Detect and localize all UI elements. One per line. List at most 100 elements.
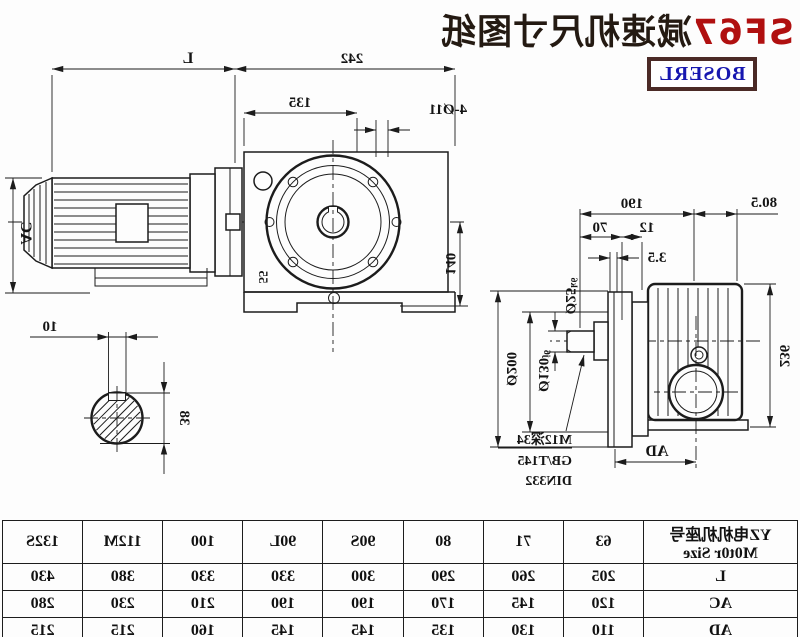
output-boss-circle xyxy=(667,363,725,421)
row-label: AC xyxy=(643,590,798,618)
motor-nameplate xyxy=(115,203,149,243)
table-size-cell: 100 xyxy=(162,520,243,564)
row-label: L xyxy=(643,563,798,591)
extension-lines-AC xyxy=(5,177,90,294)
table-cell: 215 xyxy=(2,617,83,637)
bolt-hole xyxy=(367,256,379,268)
housing-lug-hole xyxy=(253,171,273,191)
d130-fit: j6 xyxy=(541,350,551,359)
flange-neck xyxy=(631,301,649,437)
table-cell: 120 xyxy=(563,590,644,618)
dim-label-AD: AD xyxy=(645,443,668,460)
table-size-cell: 80 xyxy=(403,520,484,564)
table-cell: 190 xyxy=(323,590,404,618)
shaft-section-view: 10 38 xyxy=(30,319,192,474)
motor-size-table: YZ电机机座号 M0t0r Size 63 71 80 90S 90L 100 … xyxy=(2,520,798,637)
plug-circle xyxy=(690,346,708,364)
motor-bell xyxy=(189,173,216,273)
table-size-cell: 90L xyxy=(242,520,323,564)
table-cell: 110 xyxy=(563,617,644,637)
rim-notch xyxy=(391,217,402,227)
extension-lines-135 xyxy=(243,118,358,152)
dim-label-d200: Ø200 xyxy=(503,352,519,386)
flange-plate xyxy=(607,291,633,448)
extension-lines-236 xyxy=(744,283,776,428)
front-view: L 242 135 4-Ø11 AC 140 55 xyxy=(5,50,468,352)
dim-label-bolt-holes: 4-Ø11 xyxy=(429,102,467,118)
motor-end-cap xyxy=(23,176,53,270)
side-housing-feet xyxy=(641,419,749,431)
note-leader xyxy=(565,354,585,432)
table-cell: 135 xyxy=(403,617,484,637)
dim-label-L: L xyxy=(183,50,194,67)
table-cell: 290 xyxy=(403,563,484,591)
d25-fit: k6 xyxy=(568,277,578,287)
table-cell: 330 xyxy=(242,563,323,591)
drawing-canvas: L 242 135 4-Ø11 AC 140 55 xyxy=(5,50,792,489)
d130-value: Ø130 xyxy=(535,358,551,392)
dim-label-242: 242 xyxy=(341,51,364,67)
shaft-chamfer xyxy=(566,330,572,353)
table-cell: 210 xyxy=(162,590,243,618)
arrowheads-10 xyxy=(97,333,137,341)
dim-label-d25: Ø25k6 xyxy=(562,277,578,314)
extension-lines-d130 xyxy=(522,311,608,433)
table-cell: 280 xyxy=(2,590,83,618)
table-size-cell: 132S xyxy=(2,520,83,564)
table-row-AD: AD 110 130 135 145 145 160 215 215 xyxy=(2,617,798,637)
callout-ticks xyxy=(375,120,389,157)
table-size-cell: 63 xyxy=(563,520,644,564)
dim-label-140: 140 xyxy=(442,253,458,276)
d25-value: Ø25 xyxy=(562,288,578,315)
dim-label-190: 190 xyxy=(621,196,644,212)
note-gb-standard: GB/T145 xyxy=(518,454,572,469)
table-cell: 145 xyxy=(483,590,564,618)
table-cell: 145 xyxy=(242,617,323,637)
dim-label-10: 10 xyxy=(43,319,58,335)
table-cell: 260 xyxy=(483,563,564,591)
row-label: AD xyxy=(643,617,798,637)
extension-lines xyxy=(51,75,456,172)
header-cn: YZ电机机座号 xyxy=(669,527,772,544)
table-cell: 330 xyxy=(162,563,243,591)
table-cell: 145 xyxy=(323,617,404,637)
table-row-AC: AC 120 145 170 190 190 210 230 280 xyxy=(2,590,798,618)
extension-lines-d25 xyxy=(548,330,567,353)
table-cell: 205 xyxy=(563,563,644,591)
side-view: 80.5 190 12 70 3.5 Ø25k6 Ø130j6 xyxy=(490,195,792,489)
dim-label-AC: AC xyxy=(17,221,34,244)
table-cell: 230 xyxy=(82,590,163,618)
table-size-cell: 112M xyxy=(82,520,163,564)
table-cell: 300 xyxy=(323,563,404,591)
base-hole xyxy=(328,292,340,304)
note-thread: M12深34 xyxy=(517,431,572,448)
bolt-hole xyxy=(287,176,299,188)
keyway-notch xyxy=(328,206,338,213)
header-en: M0t0r Size xyxy=(683,545,758,562)
table-cell: 430 xyxy=(2,563,83,591)
bolt-hole xyxy=(367,176,379,188)
table-size-cell: 71 xyxy=(483,520,564,564)
dim-label-70: 70 xyxy=(593,220,608,236)
dim-label-135: 135 xyxy=(289,95,312,111)
extension-lines-top xyxy=(579,209,738,328)
shaft-hub xyxy=(593,321,609,361)
dim-label-12: 12 xyxy=(640,220,655,236)
table-cell: 170 xyxy=(403,590,484,618)
table-cell: 130 xyxy=(483,617,564,637)
gearbox-base xyxy=(243,291,456,313)
dim-label-38: 38 xyxy=(176,411,192,426)
dim-label-3-5: 3.5 xyxy=(648,250,667,266)
plug-inner xyxy=(694,350,704,360)
housing-label-55: 55 xyxy=(256,270,271,284)
ticks-3-5 xyxy=(609,252,618,292)
fan-cover-lines xyxy=(28,182,47,264)
motor-foot-rail xyxy=(94,268,208,287)
motor-shaft-stub xyxy=(225,213,241,231)
table-cell: 215 xyxy=(82,617,163,637)
extension-lines-38 xyxy=(100,392,170,444)
table-cell: 160 xyxy=(162,617,243,637)
dim-label-d130: Ø130j6 xyxy=(535,350,551,392)
rim-notch xyxy=(264,217,275,227)
